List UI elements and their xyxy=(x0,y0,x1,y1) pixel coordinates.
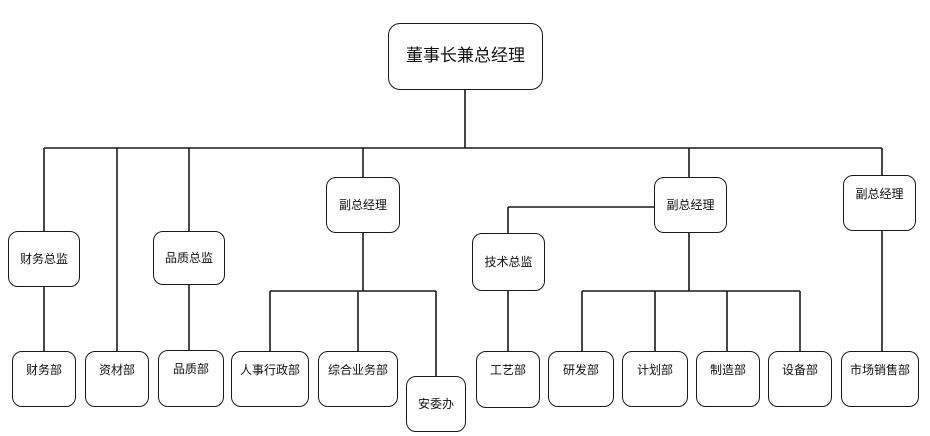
equipment-dept-label: 设备部 xyxy=(781,363,818,377)
rnd-dept-label: 研发部 xyxy=(562,363,599,377)
marketing-sales-dept-label: 市场销售部 xyxy=(849,363,910,377)
vgm-production-box: 副总经理 xyxy=(654,177,727,233)
marketing-sales-dept-box: 市场销售部 xyxy=(841,351,919,407)
vgm-production-label: 副总经理 xyxy=(666,198,715,212)
planning-dept-label: 计划部 xyxy=(636,363,673,377)
vgm-admin-label: 副总经理 xyxy=(338,198,387,212)
tech-director-box: 技术总监 xyxy=(472,233,545,291)
finance-director-box: 财务总监 xyxy=(8,231,80,287)
vgm-admin-box: 副总经理 xyxy=(326,177,400,233)
safety-office-box: 安委办 xyxy=(406,376,466,432)
quality-director-label: 品质总监 xyxy=(164,251,213,265)
quality-dept-box: 品质部 xyxy=(158,350,224,407)
hr-admin-dept-label: 人事行政部 xyxy=(239,363,300,377)
hr-admin-dept-box: 人事行政部 xyxy=(231,351,309,407)
general-affairs-dept-label: 综合业务部 xyxy=(327,363,388,377)
safety-office-label: 安委办 xyxy=(417,397,454,411)
finance-director-label: 财务总监 xyxy=(19,252,68,266)
process-dept-label: 工艺部 xyxy=(489,363,526,377)
materials-dept-label: 资材部 xyxy=(98,363,135,377)
manufacturing-dept-label: 制造部 xyxy=(709,363,746,377)
finance-dept-label: 财务部 xyxy=(25,363,62,377)
quality-dept-label: 品质部 xyxy=(172,362,209,376)
ceo-label: 董事长兼总经理 xyxy=(406,46,525,66)
vgm-sales-box: 副总经理 xyxy=(843,175,916,231)
manufacturing-dept-box: 制造部 xyxy=(696,351,760,407)
finance-dept-box: 财务部 xyxy=(12,351,76,407)
ceo-box: 董事长兼总经理 xyxy=(388,23,543,90)
quality-director-box: 品质总监 xyxy=(153,231,225,285)
general-affairs-dept-box: 综合业务部 xyxy=(318,351,398,407)
rnd-dept-box: 研发部 xyxy=(548,351,614,407)
vgm-sales-label: 副总经理 xyxy=(855,187,904,201)
process-dept-box: 工艺部 xyxy=(476,351,540,408)
planning-dept-box: 计划部 xyxy=(622,351,688,407)
materials-dept-box: 资材部 xyxy=(85,351,149,407)
equipment-dept-box: 设备部 xyxy=(768,351,832,407)
tech-director-label: 技术总监 xyxy=(484,255,533,269)
